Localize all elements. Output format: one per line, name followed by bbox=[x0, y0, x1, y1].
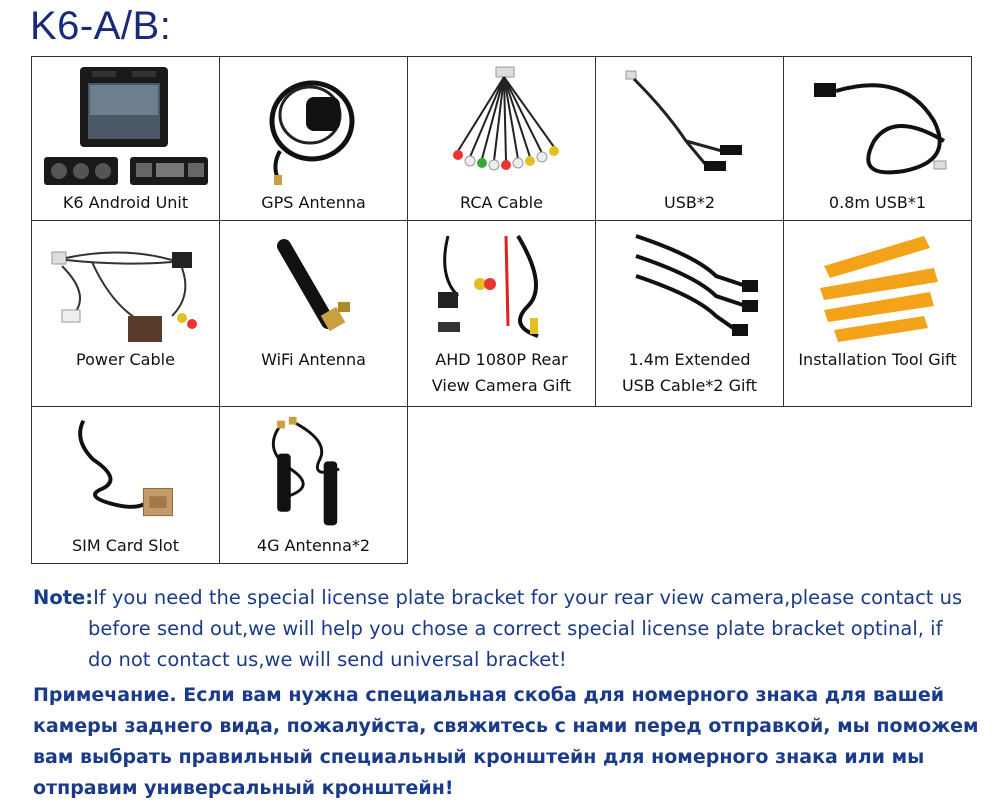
item-label-line1: AHD 1080P Rear bbox=[435, 350, 568, 369]
item-wifi-antenna: WiFi Antenna bbox=[219, 220, 408, 407]
item-label: AHD 1080P Rear View Camera Gift bbox=[408, 347, 595, 399]
item-label-line2: USB Cable*2 Gift bbox=[621, 376, 758, 395]
item-label: USB*2 bbox=[663, 193, 716, 212]
note-line1: If you need the special license plate br… bbox=[93, 586, 963, 609]
item-usb: USB*2 bbox=[595, 56, 784, 221]
item-installation-tool: Installation Tool Gift bbox=[783, 220, 972, 407]
item-gps-antenna: GPS Antenna bbox=[219, 56, 408, 221]
usb-cable-image bbox=[596, 61, 783, 189]
installation-tool-image bbox=[784, 225, 971, 355]
item-usb-08m: 0.8m USB*1 bbox=[783, 56, 972, 221]
item-label: WiFi Antenna bbox=[261, 350, 366, 369]
sim-card-slot-image bbox=[32, 411, 219, 535]
item-android-unit: K6 Android Unit bbox=[31, 56, 220, 221]
ahd-camera-image bbox=[408, 225, 595, 355]
page-title: K6-A/B: bbox=[30, 4, 172, 48]
note-line2: before send out,we will help you chose a… bbox=[88, 617, 943, 640]
note-ru-line4: отправим универсальный кронштейн! bbox=[33, 777, 454, 799]
item-4g-antenna: 4G Antenna*2 bbox=[219, 406, 408, 564]
item-label: 4G Antenna*2 bbox=[256, 536, 371, 555]
4g-antenna-image bbox=[220, 411, 407, 535]
item-label: SIM Card Slot bbox=[72, 536, 179, 555]
empty-cell bbox=[408, 407, 596, 564]
item-sim-card-slot: SIM Card Slot bbox=[31, 406, 220, 564]
item-label-line1: 1.4m Extended bbox=[628, 350, 751, 369]
item-label: 1.4m Extended USB Cable*2 Gift bbox=[596, 347, 783, 399]
android-unit-image bbox=[32, 61, 219, 189]
gps-antenna-image bbox=[220, 61, 407, 189]
note-ru-line1: Примечание. Если вам нужна специальная с… bbox=[33, 684, 945, 706]
item-label: GPS Antenna bbox=[261, 193, 366, 212]
extended-usb-image bbox=[596, 225, 783, 355]
item-label: K6 Android Unit bbox=[62, 193, 189, 212]
item-label: RCA Cable bbox=[460, 193, 543, 212]
accessories-grid: K6 Android Unit GPS Antenna bbox=[31, 56, 972, 564]
item-label-line2: View Camera Gift bbox=[431, 376, 572, 395]
item-ahd-camera: AHD 1080P Rear View Camera Gift bbox=[407, 220, 596, 407]
item-label: Power Cable bbox=[76, 350, 175, 369]
note-ru-line2: камеры заднего вида, пожалуйста, свяжите… bbox=[33, 715, 979, 737]
item-power-cable: Power Cable bbox=[31, 220, 220, 407]
rca-cable-image bbox=[408, 61, 595, 189]
wifi-antenna-image bbox=[220, 225, 407, 355]
item-label: 0.8m USB*1 bbox=[828, 193, 927, 212]
item-rca-cable: RCA Cable bbox=[407, 56, 596, 221]
note-ru-line3: вам выбрать правильный специальный кронш… bbox=[33, 746, 925, 768]
power-cable-image bbox=[32, 225, 219, 355]
item-extended-usb: 1.4m Extended USB Cable*2 Gift bbox=[595, 220, 784, 407]
item-label: Installation Tool Gift bbox=[798, 350, 957, 369]
note-key: Note: bbox=[33, 586, 94, 609]
english-note: Note:If you need the special license pla… bbox=[33, 582, 983, 675]
russian-note: Примечание. Если вам нужна специальная с… bbox=[33, 680, 983, 804]
empty-cell bbox=[784, 407, 972, 564]
empty-cell bbox=[596, 407, 784, 564]
note-line3: do not contact us,we will send universal… bbox=[88, 648, 567, 671]
usb-08m-image bbox=[784, 61, 971, 189]
